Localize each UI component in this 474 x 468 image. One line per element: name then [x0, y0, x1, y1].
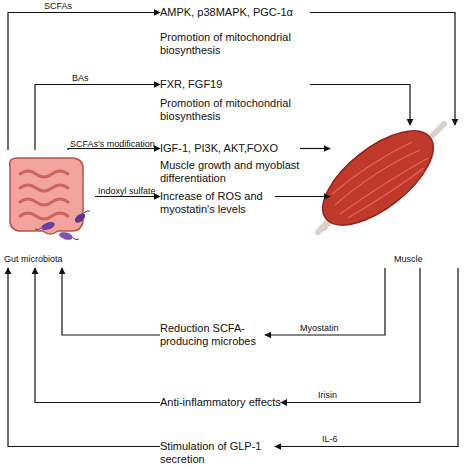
node-heading: AMPK, p38MAPK, PGC-1α: [160, 6, 310, 19]
bacterium-flagella: [35, 211, 90, 240]
muscle-belly: [308, 114, 449, 243]
node-heading: Anti-inflammatory effects: [160, 396, 281, 409]
node-heading: FXR, FGF19: [160, 78, 310, 91]
arrow-connector: [265, 268, 385, 335]
effect-node: AMPK, p38MAPK, PGC-1αPromotion of mitoch…: [160, 6, 310, 57]
edge-label: SCFAs's modification: [70, 139, 155, 149]
arrow-connector: [95, 196, 160, 197]
node-body: Promotion of mitochondrial biosynthesis: [160, 31, 310, 57]
effect-node: Reduction SCFA-producing microbes: [160, 322, 265, 348]
arrow-connector: [275, 196, 330, 197]
arrow-connector: [310, 85, 410, 126]
effect-node: IGF-1, PI3K, AKT,FOXO Muscle growth and m…: [160, 142, 300, 185]
intestine-shape: [10, 158, 83, 234]
connector-layer: [8, 13, 458, 447]
muscle-fibers: [332, 142, 428, 218]
node-body: Muscle growth and myoblast differentiati…: [160, 159, 300, 185]
node-heading: Muscle: [394, 254, 470, 265]
arrow-connector: [310, 13, 455, 126]
bacterium: [40, 220, 56, 231]
arrow-connector: [35, 85, 160, 151]
node-body: Promotion of mitochondrial biosynthesis: [160, 97, 310, 123]
node-heading: Increase of ROS and myostatin's levels: [160, 190, 275, 216]
intestine-folds: [20, 171, 68, 219]
gut-node: Gut microbiota: [0, 150, 95, 268]
effect-node: FXR, FGF19Promotion of mitochondrial bio…: [160, 78, 310, 123]
muscle-illustration: [308, 114, 449, 243]
edge-label: SCFAs: [44, 1, 72, 11]
arrow-connector: [35, 268, 160, 403]
gut-illustration: [10, 158, 90, 241]
arrow-connector: [8, 268, 160, 447]
edge-label: Irisin: [318, 390, 337, 400]
arrow-connector: [300, 148, 330, 149]
edge-label: Indoxyl sulfate: [98, 186, 156, 196]
arrow-connector: [275, 268, 458, 447]
effect-node: Increase of ROS and myostatin's levels: [160, 190, 275, 216]
effect-node: Anti-inflammatory effects: [160, 396, 281, 409]
bacterium: [73, 211, 87, 224]
edge-label: BAs: [72, 73, 89, 83]
edge-label: IL-6: [322, 434, 338, 444]
muscle-node: Muscle: [330, 125, 470, 268]
arrow-connector: [281, 268, 420, 403]
node-heading: Stimulation of GLP-1 secretion: [160, 440, 275, 466]
node-heading: Reduction SCFA-producing microbes: [160, 322, 265, 348]
bacterium: [58, 231, 73, 241]
node-heading: Gut microbiota: [4, 254, 95, 265]
effect-node: Stimulation of GLP-1 secretion: [160, 440, 275, 466]
node-heading: IGF-1, PI3K, AKT,FOXO: [160, 142, 300, 155]
arrow-connector: [8, 13, 160, 151]
arrow-connector: [62, 268, 160, 335]
edge-label: Myostatin: [300, 323, 339, 333]
